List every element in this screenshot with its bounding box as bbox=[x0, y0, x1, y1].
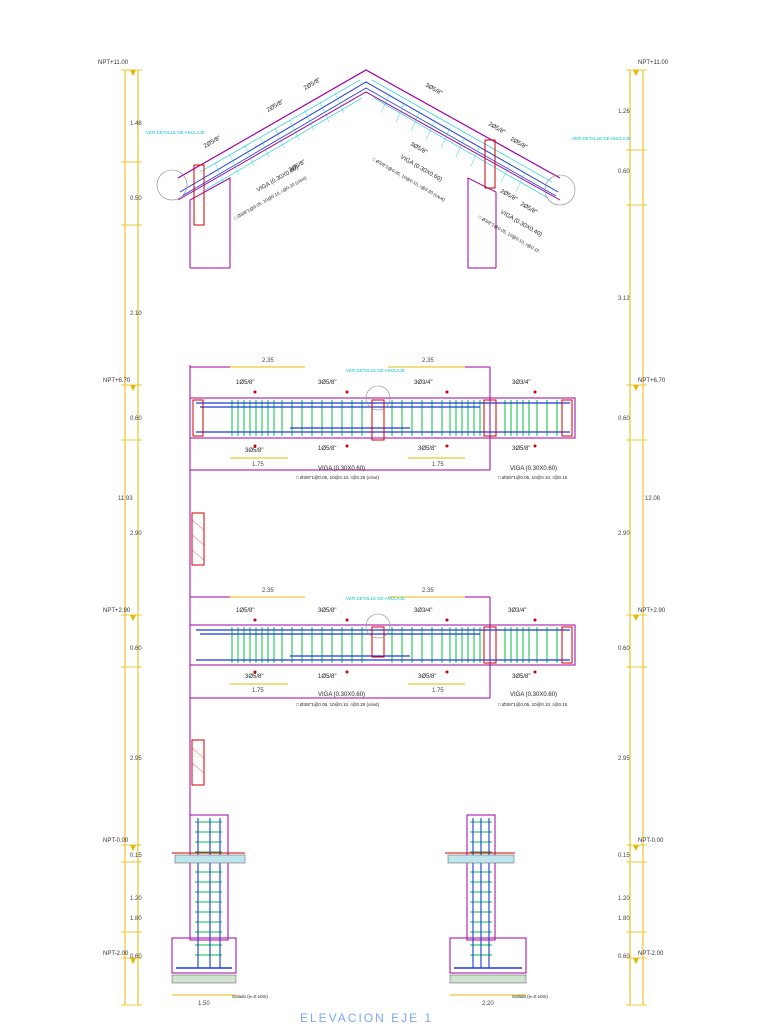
dim-label: 0.60 bbox=[618, 646, 630, 652]
detail-callout: VER DETALLE DE ANCLAJE bbox=[146, 130, 205, 135]
top-bar-label: 1Ø5/8" bbox=[236, 608, 254, 614]
detail-callout: VER DETALLE DE ANCLAJE bbox=[346, 368, 405, 373]
footing-width-label: 1.50 bbox=[198, 1001, 210, 1007]
roof-bar-label: 3Ø5/8" bbox=[409, 142, 428, 156]
top-bar-label: 3Ø3/4" bbox=[512, 380, 530, 386]
dim-label: 0.60 bbox=[618, 416, 630, 422]
bottom-bar-label: 1Ø5/8" bbox=[318, 446, 336, 452]
level-label: NPT+6.70 bbox=[638, 378, 666, 384]
level-label: NPT-0.00 bbox=[638, 838, 664, 844]
bottom-bar-label: 3Ø5/8" bbox=[512, 674, 530, 680]
top-dim-label: 2.35 bbox=[262, 588, 274, 594]
dim-label: 0.60 bbox=[130, 646, 142, 652]
beam-label: VIGA (0.30X0.60) bbox=[510, 466, 557, 472]
top-bar-label: 3Ø5/8" bbox=[318, 608, 336, 614]
stirrup-zone bbox=[231, 627, 558, 663]
dim-label: 1.48 bbox=[130, 121, 142, 127]
total-height-label: 12.08 bbox=[645, 496, 661, 502]
drawing-title: ELEVACION EJE 1 bbox=[300, 1011, 433, 1024]
stirrup-note: □ Ø3/8"1@0.05, 10@0.10, r@0.20 (c/ext) bbox=[296, 702, 380, 707]
level-label: NPT-2.00 bbox=[638, 951, 664, 957]
level-label: NPT+6.70 bbox=[103, 378, 131, 384]
right-dimension-column: NPT+11.00 NPT+6.70 NPT+2.90 NPT-0.00 NPT… bbox=[618, 60, 669, 1006]
bottom-bar-label: 3Ø5/8" bbox=[245, 674, 263, 680]
dim-label: 1.20 bbox=[130, 896, 142, 902]
dim-label: 0.15 bbox=[618, 853, 630, 859]
dim-label: 0.60 bbox=[618, 954, 630, 960]
roof-bar-label: 2Ø5/8" bbox=[266, 99, 285, 113]
roof-bar-label: 2Ø5/8" bbox=[519, 202, 538, 216]
top-bar-label: 3Ø3/4" bbox=[414, 380, 432, 386]
roof-bar-label: 2Ø5/8" bbox=[303, 77, 322, 91]
detail-callout: VER DETALLE DE ANCLAJE bbox=[572, 136, 631, 141]
dim-label: 1.26 bbox=[618, 109, 630, 115]
level-label: NPT+11.00 bbox=[98, 60, 129, 66]
bottom-bar-label: 3Ø5/8" bbox=[418, 674, 436, 680]
top-bar-label: 3Ø3/4" bbox=[414, 608, 432, 614]
dim-label: 2.95 bbox=[130, 756, 142, 762]
total-height-label: 11.93 bbox=[118, 496, 133, 502]
detail-callout: VER DETALLE DE ANCLAJE bbox=[346, 596, 405, 601]
beam-label: VIGA (0.30X0.60) bbox=[318, 692, 365, 698]
level-label: NPT+2.90 bbox=[103, 608, 131, 614]
footing-width-label: 2.20 bbox=[482, 1001, 494, 1007]
beam-label: VIGA (0.30X0.60) bbox=[318, 466, 365, 472]
dim-label: 2.90 bbox=[130, 531, 142, 537]
dim-label: 1.80 bbox=[130, 916, 142, 922]
dim-label: 2.10 bbox=[130, 311, 142, 317]
top-bar-label: 3Ø3/4" bbox=[508, 608, 526, 614]
dim-label: 0.60 bbox=[130, 416, 142, 422]
roof-bar-label: 2Ø5/8" bbox=[499, 189, 518, 203]
bottom-bar-label: 3Ø5/8" bbox=[512, 446, 530, 452]
roof-gable: 2Ø5/8" 2Ø5/8" 2Ø5/8" 3Ø5/8" VIGA (0.30X0… bbox=[146, 69, 631, 269]
roof-bar-label: 2Ø5/8" bbox=[487, 122, 506, 136]
bottom-dim-label: 1.75 bbox=[252, 462, 264, 468]
roof-bar-label: 2Ø5/8" bbox=[509, 137, 528, 151]
bottom-bar-label: 3Ø5/8" bbox=[245, 448, 263, 454]
bottom-bar-label: 3Ø5/8" bbox=[418, 446, 436, 452]
left-footing: 1.50 Solado (e=0.10m) bbox=[171, 814, 268, 1007]
left-column bbox=[189, 365, 205, 815]
top-bar-label: 3Ø5/8" bbox=[318, 380, 336, 386]
top-bar-label: 1Ø5/8" bbox=[236, 380, 254, 386]
dim-label: 0.50 bbox=[130, 196, 142, 202]
bottom-bar-label: 1Ø5/8" bbox=[318, 674, 336, 680]
solado-label: Solado (e=0.10m) bbox=[512, 994, 548, 999]
roof-bar-label: 3Ø5/8" bbox=[424, 83, 443, 97]
dim-label: 2.95 bbox=[618, 756, 630, 762]
dim-label: 1.20 bbox=[618, 896, 630, 902]
right-footing: 2.20 Solado (e=0.10m) bbox=[445, 814, 548, 1007]
dim-label: 0.60 bbox=[130, 954, 142, 960]
solado-label: Solado (e=0.10m) bbox=[232, 994, 268, 999]
roof-bar-label: 2Ø5/8" bbox=[203, 135, 222, 149]
level-label: NPT-0.00 bbox=[103, 838, 129, 844]
beam-label: VIGA (0.30X0.60) bbox=[510, 692, 557, 698]
dim-label: 0.15 bbox=[130, 853, 142, 859]
stirrup-note: □ Ø3/8"1@0.05, 10@0.10, r@0.15 bbox=[498, 702, 568, 707]
dim-label: 0.60 bbox=[618, 169, 630, 175]
dim-label: 1.80 bbox=[618, 916, 630, 922]
bottom-dim-label: 1.75 bbox=[432, 462, 444, 468]
top-dim-label: 2.35 bbox=[422, 358, 434, 364]
left-dimension-column: NPT+11.00 NPT+6.70 NPT+2.90 NPT-0.00 NPT… bbox=[98, 60, 142, 1006]
stirrup-zone bbox=[231, 400, 558, 436]
top-dim-label: 2.35 bbox=[262, 358, 274, 364]
roof-bar-label: VIGA (0.30X0.60) bbox=[256, 165, 300, 194]
stirrup-note: □ Ø3/8"1@0.05, 10@0.10, r@0.15 bbox=[498, 475, 568, 480]
bottom-dim-label: 1.75 bbox=[432, 688, 444, 694]
floor-beam-level-2: 2.35 2.35 bbox=[189, 588, 576, 707]
bottom-dim-label: 1.75 bbox=[252, 688, 264, 694]
dim-label: 3.12 bbox=[618, 296, 630, 302]
level-label: NPT+2.90 bbox=[638, 608, 666, 614]
top-dim-label: 2.35 bbox=[422, 588, 434, 594]
dim-label: 2.90 bbox=[618, 531, 630, 537]
level-label: NPT-2.00 bbox=[103, 951, 129, 957]
floor-beam-level-1: 2.35 2.35 bbox=[189, 358, 576, 480]
level-label: NPT+11.00 bbox=[638, 60, 669, 66]
stirrup-note: □ Ø3/8"1@0.05, 10@0.10, r@0.20 (c/ext) bbox=[296, 475, 380, 480]
